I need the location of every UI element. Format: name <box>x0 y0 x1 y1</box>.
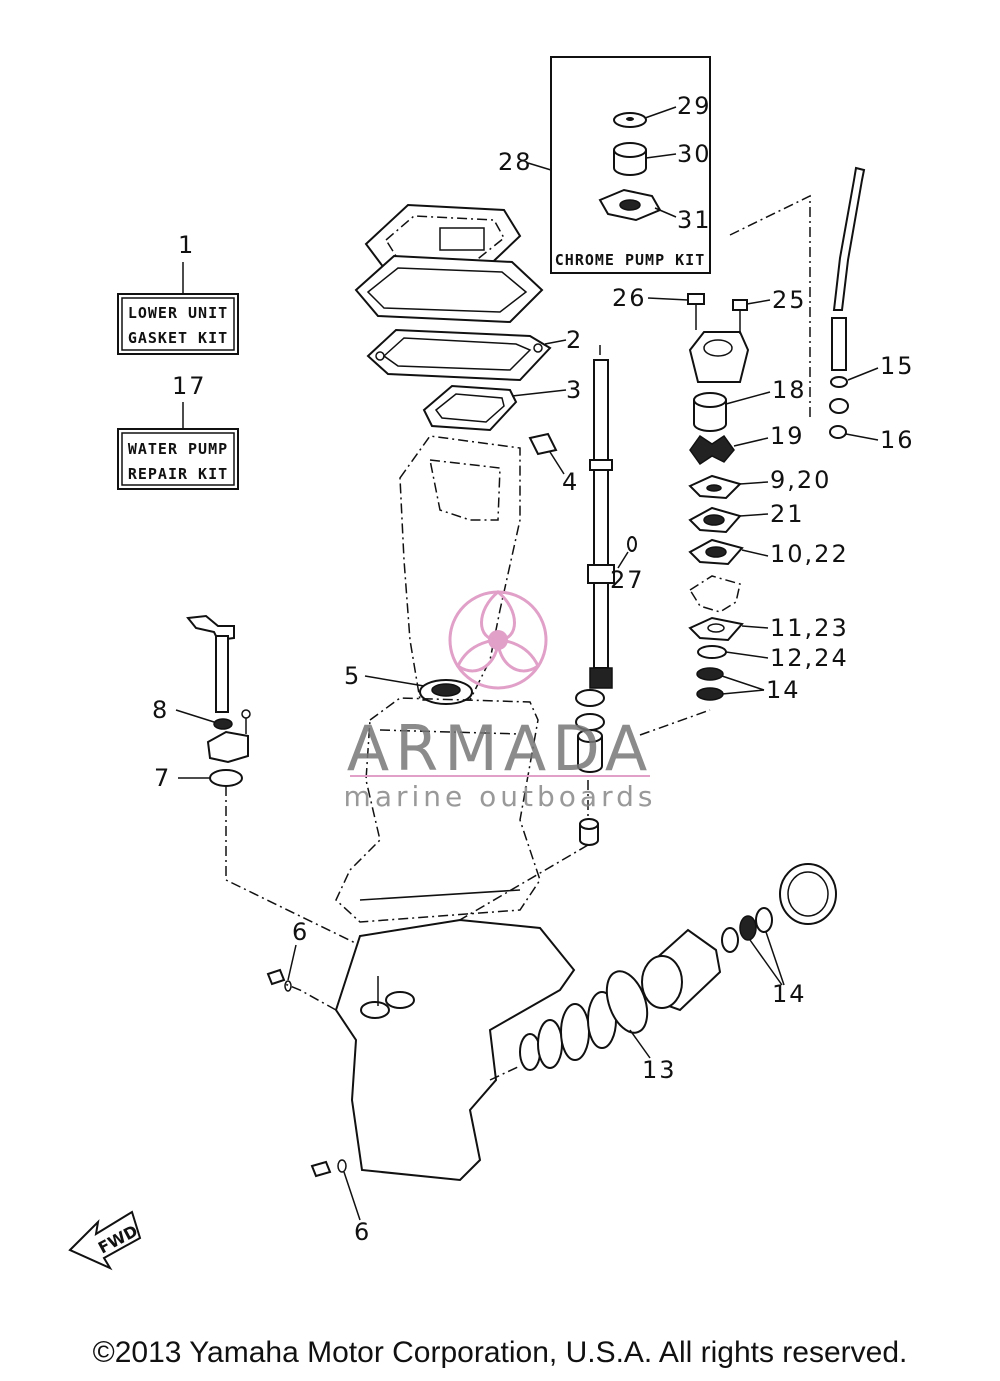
callout-26: 26 <box>612 284 647 312</box>
callout-7: 7 <box>154 764 171 792</box>
callout-14-upper: 14 <box>766 676 801 704</box>
drive-shaft: 27 <box>399 345 645 956</box>
callout-5: 5 <box>344 662 361 690</box>
callout-8: 8 <box>152 696 169 724</box>
forward-direction-arrow: FWD <box>68 1210 142 1271</box>
callout-1: 1 <box>178 231 195 259</box>
armada-watermark: ARMADA marine outboards <box>344 590 657 813</box>
gasket-kit-box: 1 LOWER UNIT GASKET KIT <box>117 231 239 355</box>
water-pump-kit-box: 17 WATER PUMP REPAIR KIT <box>117 372 239 490</box>
callout-12-24: 12,24 <box>770 644 849 672</box>
callout-31: 31 <box>677 206 712 234</box>
watermark-brand: ARMADA <box>347 712 653 785</box>
callout-28: 28 <box>498 148 533 176</box>
callout-29: 29 <box>677 92 712 120</box>
shift-rod-assembly: 8 7 <box>152 614 381 956</box>
callout-30: 30 <box>677 140 712 168</box>
callout-2: 2 <box>566 326 583 354</box>
callout-3: 3 <box>566 376 583 404</box>
callout-18: 18 <box>772 376 807 404</box>
callout-15: 15 <box>880 352 915 380</box>
callout-9-20: 9,20 <box>770 466 831 494</box>
copyright-notice: ©2013 Yamaha Motor Corporation, U.S.A. A… <box>92 1336 908 1369</box>
lower-case: 6 6 <box>266 918 576 1246</box>
callout-6-lower: 6 <box>354 1218 371 1246</box>
watermark-tagline: marine outboards <box>344 780 657 813</box>
upper-casing-assembly: 2 3 4 5 <box>335 203 583 923</box>
callout-21: 21 <box>770 500 805 528</box>
callout-17: 17 <box>172 372 207 400</box>
propeller-shaft-assembly: 13 14 <box>489 863 837 1084</box>
water-pump-kit-line1: WATER PUMP <box>128 440 228 458</box>
callout-6-upper: 6 <box>292 918 309 946</box>
gasket-kit-line2: GASKET KIT <box>128 329 228 347</box>
water-pump-kit-line2: REPAIR KIT <box>128 465 228 483</box>
callout-25: 25 <box>772 286 807 314</box>
callout-16: 16 <box>880 426 915 454</box>
chrome-pump-kit-box: 28 CHROME PUMP KIT 29 30 31 <box>498 56 712 274</box>
callout-13: 13 <box>642 1056 677 1084</box>
chrome-pump-kit-label: CHROME PUMP KIT <box>555 251 705 269</box>
callout-27: 27 <box>610 566 645 594</box>
water-pump-stack: 26 25 18 19 9,20 21 10,22 11,23 <box>612 166 915 736</box>
callout-4: 4 <box>562 468 579 496</box>
callout-10-22: 10,22 <box>770 540 849 568</box>
callout-14-lower: 14 <box>772 980 807 1008</box>
callout-11-23: 11,23 <box>770 614 849 642</box>
callout-19: 19 <box>770 422 805 450</box>
gasket-kit-line1: LOWER UNIT <box>128 304 228 322</box>
